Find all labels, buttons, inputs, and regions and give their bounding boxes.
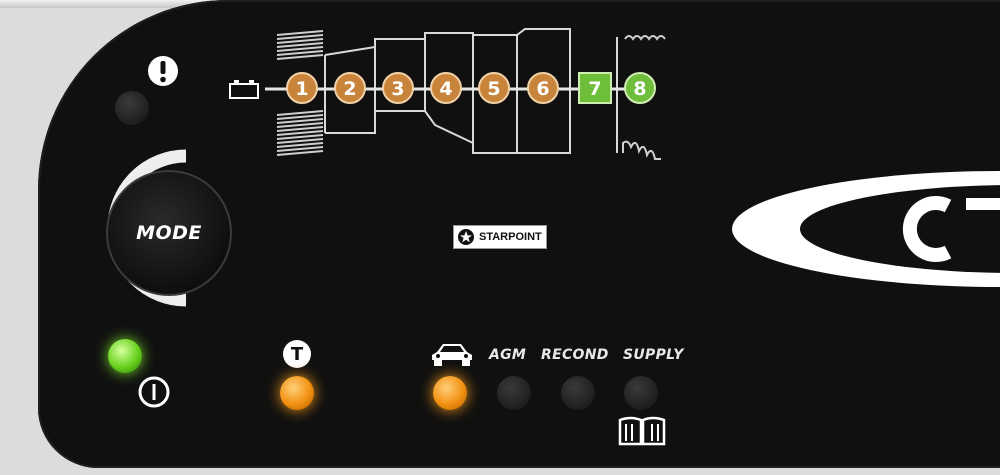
step-indicator-8: 8 — [624, 72, 656, 104]
book-icon — [617, 414, 667, 448]
mode-button[interactable]: MODE — [106, 170, 232, 296]
step-number: 1 — [295, 78, 308, 100]
exclamation-icon — [146, 54, 180, 88]
step-number: 8 — [633, 78, 646, 100]
car-icon — [428, 338, 476, 370]
battery-icon — [228, 78, 260, 100]
step-number: 4 — [439, 78, 452, 100]
temperature-badge: T — [283, 340, 311, 368]
step-indicator-2: 2 — [334, 72, 366, 104]
starpoint-text: STARPOINT — [479, 231, 542, 243]
step-number: 6 — [536, 78, 549, 100]
recond-mode-label: RECOND — [541, 347, 609, 363]
ctek-logo — [730, 168, 1000, 290]
supply-mode-label: SUPPLY — [623, 347, 684, 363]
agm-mode-led — [497, 376, 531, 410]
step-number: 3 — [391, 78, 404, 100]
star-icon — [458, 229, 474, 245]
step-indicator-4: 4 — [430, 72, 462, 104]
step-indicator-7: 7 — [578, 72, 612, 104]
step-indicator-6: 6 — [527, 72, 559, 104]
temperature-label: T — [290, 343, 304, 365]
agm-mode-label: AGM — [489, 347, 527, 363]
car-mode-led — [433, 376, 467, 410]
supply-mode-led — [624, 376, 658, 410]
warning-led — [115, 91, 149, 125]
recond-mode-led — [561, 376, 595, 410]
step-number: 2 — [343, 78, 356, 100]
temperature-led — [280, 376, 314, 410]
mode-button-label: MODE — [136, 222, 202, 244]
step-number: 5 — [487, 78, 500, 100]
step-number: 7 — [588, 78, 601, 100]
power-icon — [137, 375, 171, 409]
starpoint-badge: STARPOINT — [453, 225, 547, 249]
step-indicator-1: 1 — [286, 72, 318, 104]
step-indicator-5: 5 — [478, 72, 510, 104]
power-led — [108, 339, 142, 373]
step-indicator-3: 3 — [382, 72, 414, 104]
